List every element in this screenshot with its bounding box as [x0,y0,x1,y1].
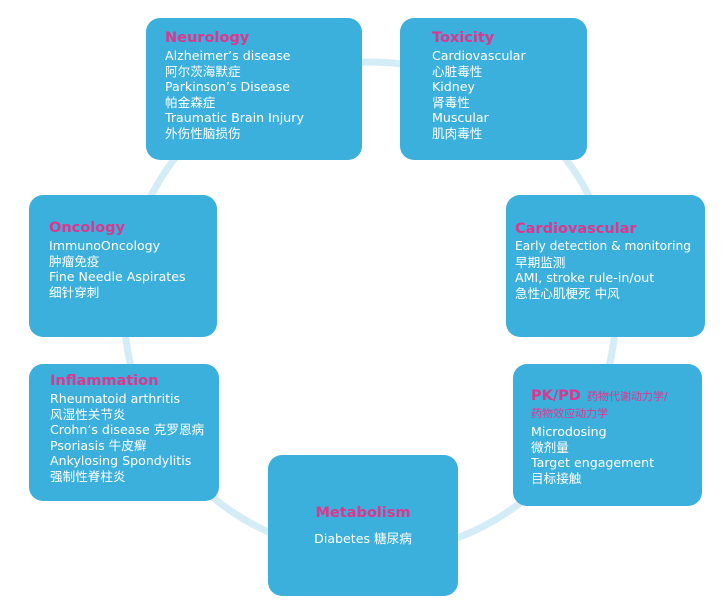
card-neurology-title: Neurology [165,30,250,46]
card-toxicity-title: Toxicity [432,30,495,46]
card-pkpd-line: 目标接触 [531,470,582,486]
card-neurology-line: 外伤性脑损伤 [165,125,241,141]
card-pkpd-line: Target engagement [531,455,655,471]
card-cardiovascular-line: 急性心肌梗死 中风 [515,285,620,301]
card-pkpd: PK/PD 药物代谢动力学/ 药物效应动力学 Microdosing 微剂量 Ta… [513,364,702,506]
card-oncology-title: Oncology [49,220,125,236]
card-oncology-line: 肿瘤免疫 [49,253,100,269]
card-oncology-line: ImmunoOncology [49,238,161,253]
card-pkpd-title-text: PK/PD [531,388,581,404]
card-neurology-line: 阿尔茨海默症 [165,63,241,79]
card-cardiovascular-line: AMI, stroke rule-in/out [515,270,655,286]
card-metabolism: Metabolism Diabetes 糖尿病 [268,455,458,596]
card-inflammation: Inflammation Rheumatoid arthritis 风湿性关节炎… [29,364,219,501]
card-toxicity-line: Kidney [432,79,475,95]
card-pkpd-title: PK/PD 药物代谢动力学/ 药物效应动力学 [531,387,702,420]
card-oncology-line: Fine Needle Aspirates [49,269,186,285]
card-inflammation-line: Rheumatoid arthritis [50,391,181,406]
card-toxicity-line: 肌肉毒性 [432,125,483,141]
card-toxicity-line: 肾毒性 [432,94,470,110]
card-neurology: Neurology Alzheimer’s disease 阿尔茨海默症 Par… [146,18,362,160]
card-metabolism-line: Diabetes 糖尿病 [314,531,412,546]
card-cardiovascular-line: 早期监测 [515,254,566,270]
card-pkpd-line: 微剂量 [531,439,569,455]
card-neurology-line: 帕金森症 [165,94,216,110]
card-neurology-line: Traumatic Brain Injury [165,110,304,126]
card-toxicity-line: Cardiovascular [432,48,526,63]
card-inflammation-line: 风湿性关节炎 [50,406,126,422]
card-pkpd-subtitle2: 药物效应动力学 [531,407,608,420]
card-inflammation-line: Psoriasis 牛皮癣 [50,437,147,453]
card-cardiovascular-title: Cardiovascular [515,221,637,237]
card-metabolism-title: Metabolism [315,505,411,521]
card-inflammation-line: 强制性脊柱炎 [50,468,126,484]
card-toxicity: Toxicity Cardiovascular 心脏毒性 Kidney 肾毒性 … [400,18,587,160]
card-inflammation-title: Inflammation [50,373,159,389]
card-pkpd-subtitle: 药物代谢动力学/ [586,390,668,403]
card-oncology-line: 细针穿刺 [49,284,100,300]
card-oncology: Oncology ImmunoOncology 肿瘤免疫 Fine Needle… [29,195,217,337]
card-pkpd-line: Microdosing [531,424,607,439]
card-cardiovascular: Cardiovascular Early detection & monitor… [506,195,705,337]
card-inflammation-line: Ankylosing Spondylitis [50,453,192,469]
card-toxicity-line: 心脏毒性 [432,63,483,79]
card-cardiovascular-line: Early detection & monitoring [515,239,691,253]
card-neurology-line: Alzheimer’s disease [165,48,291,63]
card-neurology-line: Parkinson’s Disease [165,79,291,95]
card-toxicity-line: Muscular [432,110,489,126]
card-inflammation-line: Crohn’s disease 克罗恩病 [50,422,205,438]
